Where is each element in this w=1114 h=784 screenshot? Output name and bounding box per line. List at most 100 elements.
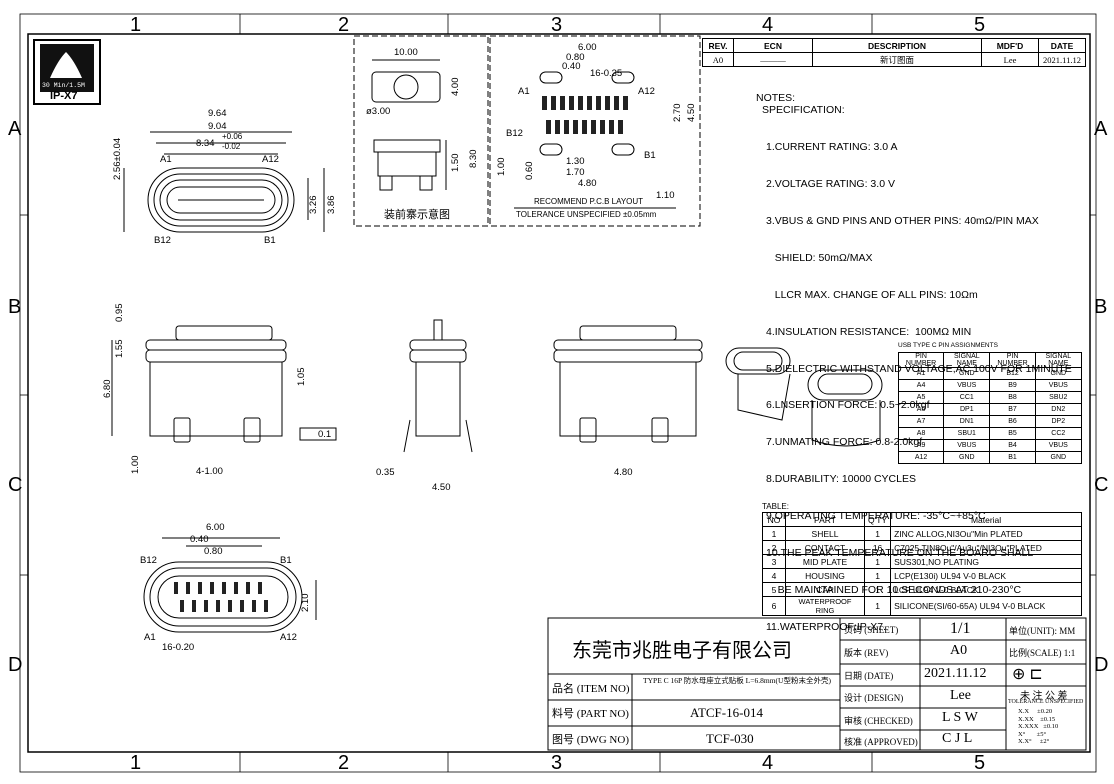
zone-row-c-right: C <box>1094 474 1109 496</box>
dim-tol-plus: +0.06 <box>222 132 243 141</box>
bom-cell: 16 <box>863 540 892 555</box>
bom-cell: 2 <box>762 540 786 555</box>
bom-cell: 6 <box>762 596 786 616</box>
pin-assignment-table: PIN NUMBER SIGNAL NAME PIN NUMBER SIGNAL… <box>897 352 1083 464</box>
bom-cell: LCP(E130i) UL94 V-0 BLACK <box>890 568 1082 583</box>
pcb-dim-4-5: 4.50 <box>686 103 697 123</box>
mdfd-value: Lee <box>981 52 1039 67</box>
pin-header: SIGNAL NAME <box>943 352 991 368</box>
bom-cell: CONTACT <box>785 540 865 555</box>
sheet-label: 页码 (SHEET) <box>844 625 899 635</box>
zone-row-b-right: B <box>1094 296 1108 318</box>
pin-cell: SBU1 <box>943 427 991 440</box>
bom-header: NO <box>762 512 786 527</box>
bom-cell: C7025,TIN8Ou"/Au3u"/NI3Ou"PLATED <box>890 540 1082 555</box>
zone-row-a-right: A <box>1094 118 1108 140</box>
dim-9-64: 9.64 <box>208 108 227 119</box>
zone-col-1: 1 <box>130 14 142 36</box>
rev-header-date: DATE <box>1038 38 1086 53</box>
asm-dim-dia3: ø3.00 <box>366 106 391 117</box>
bom-cell: 1 <box>863 596 892 616</box>
pcb-dim-1-3: 1.30 <box>566 156 585 167</box>
note-item: 8.DURABILITY: 10000 CYCLES <box>766 473 916 486</box>
pcb-dim-0-4: 0.40 <box>562 61 581 72</box>
side-dim-1-55: 1.55 <box>114 339 125 359</box>
pin-cell: B4 <box>989 439 1036 452</box>
tol-val: ±0.10 <box>1043 723 1059 730</box>
pin-cell: B5 <box>989 427 1036 440</box>
pin-cell: B8 <box>989 391 1036 404</box>
tolerance-title: 未 注 公 差 <box>1020 691 1068 702</box>
zone-col-4: 4 <box>762 14 774 36</box>
dwg-label: 图号 (DWG NO) <box>552 734 629 746</box>
pin-cell: CC2 <box>1034 427 1083 440</box>
pin-cell: GND <box>1034 367 1083 380</box>
pcb-pin-b1: B1 <box>644 150 656 161</box>
zone-row-a: A <box>8 118 22 140</box>
zone-col-2-bottom: 2 <box>338 752 350 774</box>
zone-col-4-bottom: 4 <box>762 752 774 774</box>
pin-cell: A6 <box>897 403 945 416</box>
pin-label-a12: A12 <box>262 154 279 165</box>
revision-table: REV. ECN DESCRIPTION MDF'D DATE A0 ——— 新… <box>702 38 1086 67</box>
pin-cell: GND <box>943 367 991 380</box>
asm-dim-4: 4.00 <box>450 77 461 97</box>
dim-8-34: 8.34 <box>196 138 215 149</box>
note-item: 2.VOLTAGE RATING: 3.0 V <box>766 178 895 191</box>
checked-label: 审核 (CHECKED) <box>844 716 913 726</box>
bom-cell: 5 <box>762 582 786 597</box>
pcb-dim-0-8: 0.80 <box>566 52 585 63</box>
pin-cell: B1 <box>989 451 1036 464</box>
scale-label: 比例(SCALE) 1:1 <box>1009 648 1076 658</box>
pin-cell: A12 <box>897 451 945 464</box>
bom-cell: 1 <box>863 582 892 597</box>
notes-spec: SPECIFICATION: <box>762 104 845 117</box>
pcb-dim-1-1: 1.10 <box>656 190 675 201</box>
rev-header-mdfd: MDF'D <box>981 38 1039 53</box>
bom-cell: 3 <box>762 554 786 569</box>
date-label: 日期 (DATE) <box>844 671 894 681</box>
bom-cell: MID PLATE <box>785 554 865 569</box>
bom-cell: SUS301,NO PLATING <box>890 554 1082 569</box>
bom-cell: CAP <box>785 582 865 597</box>
date-value-tb: 2021.11.12 <box>924 666 987 681</box>
bom-cell: SHELL <box>785 526 865 541</box>
dwg-value: TCF-030 <box>706 731 754 746</box>
rev-header-ecn: ECN <box>733 38 813 53</box>
bom-cell: LCP UL94 V-0 BLACK <box>890 582 1082 597</box>
logo-label: IP-X7 <box>50 90 78 102</box>
front-pin-b1: B1 <box>280 555 292 566</box>
tol-key: X.X° <box>1018 738 1032 745</box>
front-dim-16-02: 16-0.20 <box>162 642 195 653</box>
tol-val: ±0.20 <box>1037 708 1053 715</box>
pcb-dim-1-0: 1.00 <box>496 157 507 177</box>
zone-col-1-bottom: 1 <box>130 752 142 774</box>
front-dim-0-4: 0.40 <box>190 534 209 545</box>
pcb-dim-2-7: 2.70 <box>672 103 683 123</box>
pcb-dim-1-7: 1.70 <box>566 167 585 178</box>
pin-header: PIN NUMBER <box>897 352 945 368</box>
zone-row-d: D <box>8 654 23 676</box>
pcb-dim-6: 6.00 <box>578 42 597 53</box>
pin-cell: DP1 <box>943 403 991 416</box>
note-item: 4.INSULATION RESISTANCE: 100MΩ MIN <box>766 325 972 338</box>
front-pin-a1: A1 <box>144 632 156 643</box>
pin-cell: A5 <box>897 391 945 404</box>
bom-cell: 1 <box>863 568 892 583</box>
pin-cell: A7 <box>897 415 945 428</box>
pcb-pin-b12: B12 <box>506 128 523 139</box>
pin-cell: A1 <box>897 367 945 380</box>
tol-key: X.XX <box>1018 715 1034 723</box>
pin-header: SIGNAL NAME <box>1034 352 1083 368</box>
side-dim-4-80: 4.80 <box>614 467 633 478</box>
rev-header-description: DESCRIPTION <box>812 38 982 53</box>
side-dim-flatness: 0.1 <box>318 429 332 440</box>
assembly-caption: 装前寨示意图 <box>384 209 450 221</box>
part-label: 料号 (PART NO) <box>552 708 629 720</box>
pin-cell: GND <box>1034 451 1083 464</box>
part-value: ATCF-16-014 <box>690 705 763 720</box>
rev-value-tb: A0 <box>950 643 968 658</box>
bom-cell: WATERPROOF RING <box>785 596 865 616</box>
